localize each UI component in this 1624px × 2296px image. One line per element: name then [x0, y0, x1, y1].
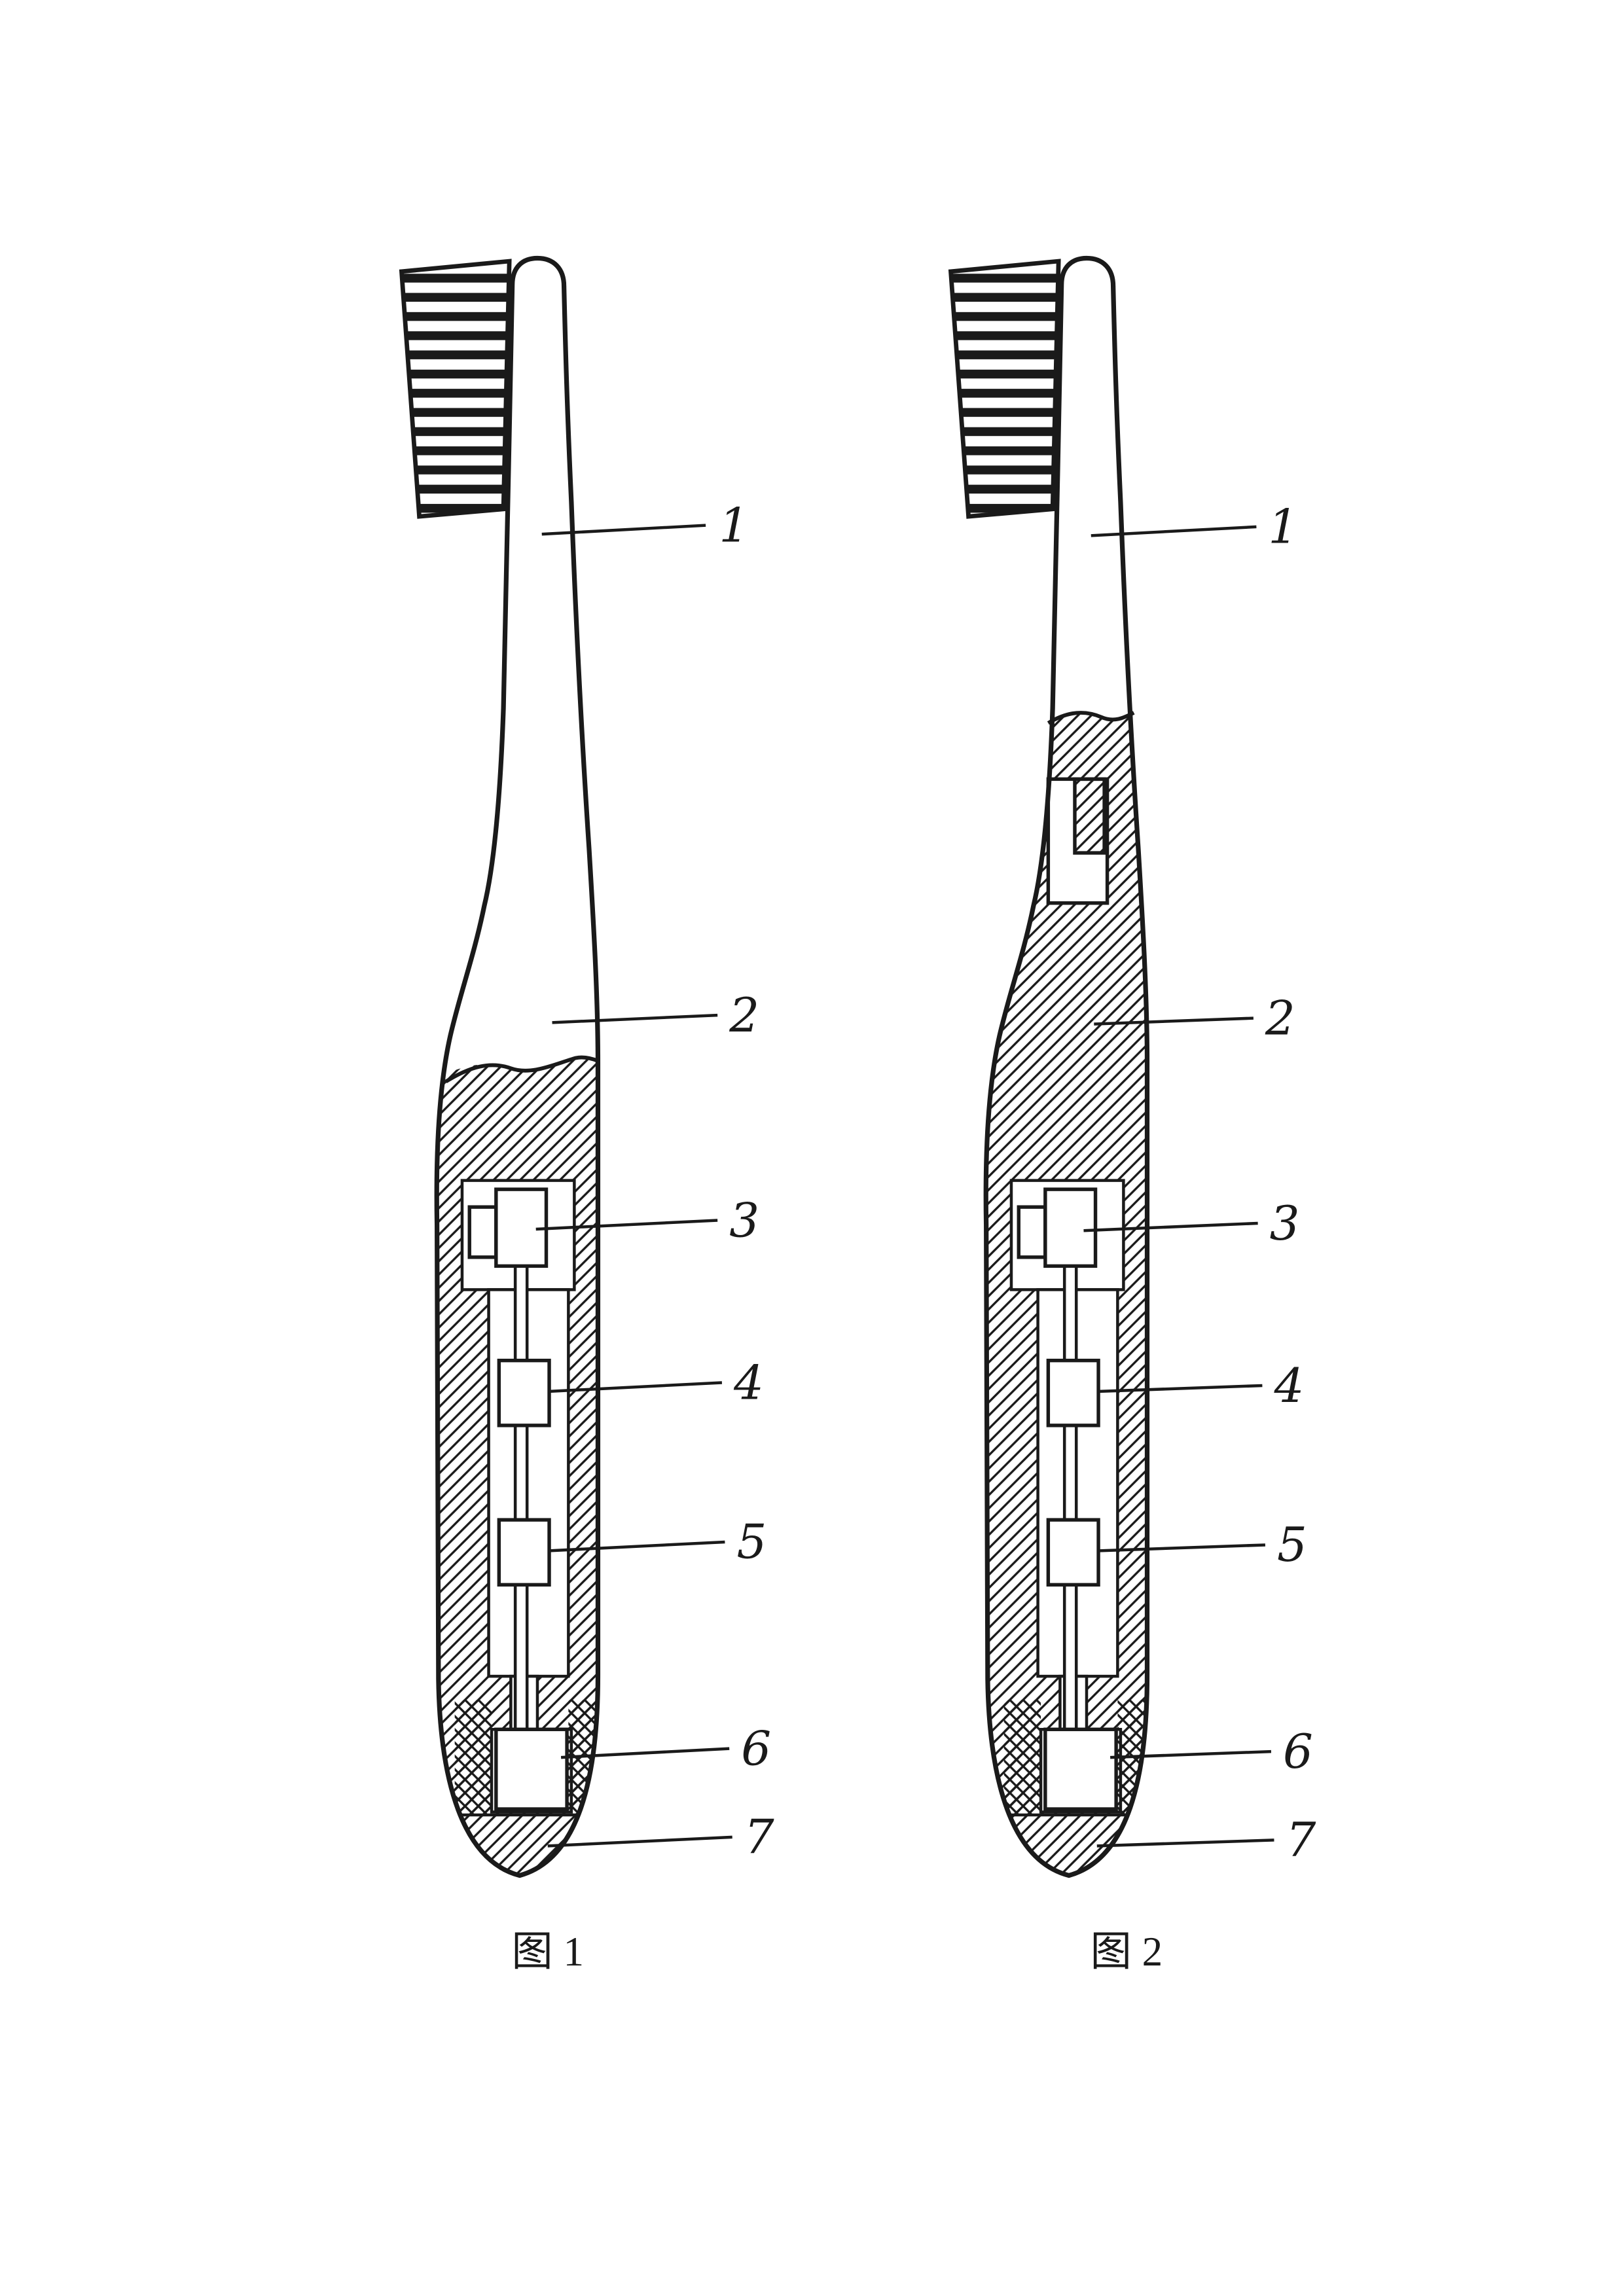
leader-line-4	[547, 1381, 723, 1393]
part-6-block	[1043, 1727, 1118, 1811]
wavy-line-figure-2	[1047, 711, 1135, 725]
dense-hatch-left	[454, 1700, 492, 1816]
leader-lines-figure-1	[535, 524, 732, 1848]
wavy-line-figure-1	[444, 1055, 599, 1084]
part-label-6: 6	[1283, 1725, 1313, 1780]
leader-line-1	[1091, 525, 1257, 537]
part-label-1: 1	[1268, 500, 1298, 555]
part-label-5: 5	[736, 1515, 767, 1570]
part-label-5: 5	[1277, 1518, 1307, 1573]
leader-line-5	[547, 1540, 725, 1552]
bristles-figure-2	[948, 259, 1061, 519]
part-label-3: 3	[729, 1193, 759, 1248]
leader-line-4	[1096, 1384, 1263, 1393]
part-label-2: 2	[729, 988, 759, 1043]
leader-line-1	[541, 524, 706, 536]
slot-tab-figure-2	[1073, 777, 1106, 855]
part-label-2: 2	[1265, 991, 1295, 1046]
leader-line-7	[547, 1835, 732, 1848]
leader-line-2	[1094, 1016, 1254, 1026]
part-3-tab	[1017, 1205, 1047, 1259]
bristles-figure-1	[399, 259, 512, 519]
figure-2-toothbrush: 1 2 3 4 5 6 7 图 2	[948, 259, 1316, 1975]
drive-shaft	[1062, 1265, 1078, 1731]
part-label-4: 4	[733, 1355, 764, 1410]
part-label-6: 6	[741, 1721, 771, 1776]
leader-line-6	[1110, 1749, 1272, 1759]
part-5-block	[497, 1518, 551, 1587]
leader-line-3	[1083, 1221, 1258, 1232]
leader-lines-figure-2	[1083, 525, 1274, 1848]
figure-1-caption: 图 1	[512, 1929, 584, 1975]
leader-line-3	[535, 1219, 718, 1231]
part-3-tab	[467, 1205, 498, 1259]
part-label-7: 7	[1286, 1813, 1316, 1868]
figure-2-caption: 图 2	[1091, 1929, 1163, 1975]
part-4-block	[497, 1358, 551, 1427]
part-3-block	[1043, 1187, 1098, 1268]
mechanism-figure-2	[1017, 1187, 1118, 1811]
leader-line-6	[560, 1747, 730, 1759]
leader-line-2	[552, 1013, 718, 1024]
mechanism-figure-1	[467, 1187, 569, 1811]
part-label-7: 7	[744, 1810, 774, 1865]
part-4-block	[1046, 1358, 1100, 1427]
part-label-4: 4	[1273, 1359, 1304, 1414]
part-6-block	[494, 1727, 569, 1811]
leader-line-5	[1096, 1543, 1266, 1552]
part-label-1: 1	[719, 498, 749, 553]
part-5-block	[1046, 1518, 1100, 1587]
part-label-3: 3	[1270, 1196, 1300, 1251]
drive-shaft	[513, 1265, 529, 1731]
leader-line-7	[1096, 1839, 1274, 1848]
cavity-channel	[1036, 1288, 1119, 1678]
figure-1-toothbrush: 1 2 3 4 5 6 7 图 1	[399, 259, 774, 1975]
dense-hatch-left	[1003, 1700, 1041, 1816]
